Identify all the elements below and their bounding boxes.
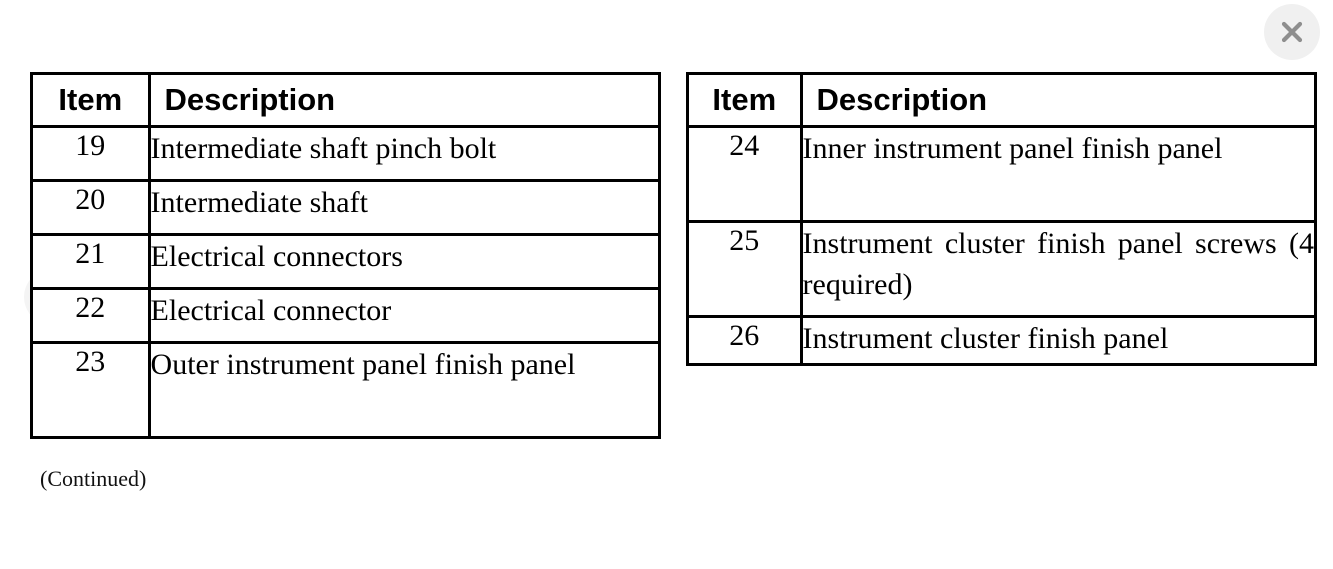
- table-row: 26 Instrument cluster finish panel: [686, 315, 1318, 366]
- cell-item-number: 25: [686, 220, 803, 318]
- cell-item-number: 19: [30, 125, 151, 182]
- column-header-description: Description: [799, 72, 1318, 128]
- column-header-item: Item: [686, 72, 803, 128]
- cell-item-number: 24: [686, 125, 803, 223]
- cell-item-number: 23: [30, 341, 151, 439]
- table-row: 24 Inner instrument panel finish panel: [686, 125, 1318, 223]
- close-button[interactable]: [1264, 4, 1320, 60]
- column-header-item: Item: [30, 72, 151, 128]
- table-row: 25 Instrument cluster finish panel screw…: [686, 220, 1318, 318]
- cell-item-number: 26: [686, 315, 803, 366]
- cell-item-description: Instrument cluster finish panel screws (…: [799, 220, 1318, 318]
- column-header-description: Description: [147, 72, 662, 128]
- cell-item-description: Intermediate shaft pinch bolt: [147, 125, 662, 182]
- cell-item-description: Outer instrument panel finish panel: [147, 341, 662, 439]
- table-row: 20 Intermediate shaft: [30, 179, 662, 236]
- cell-item-number: 20: [30, 179, 151, 236]
- table-row: 19 Intermediate shaft pinch bolt: [30, 125, 662, 182]
- cell-item-description: Intermediate shaft: [147, 179, 662, 236]
- close-icon: [1277, 17, 1307, 47]
- cell-item-description: Electrical connectors: [147, 233, 662, 290]
- table-row: 23 Outer instrument panel finish panel: [30, 341, 662, 439]
- table-row: 22 Electrical connector: [30, 287, 662, 344]
- table-header-row: Item Description: [686, 72, 1318, 128]
- parts-table-right: Item Description 24 Inner instrument pan…: [686, 72, 1318, 366]
- cell-item-number: 21: [30, 233, 151, 290]
- table-header-row: Item Description: [30, 72, 662, 128]
- cell-item-description: Electrical connector: [147, 287, 662, 344]
- cell-item-description: Instrument cluster finish panel: [799, 315, 1318, 366]
- table-row: 21 Electrical connectors: [30, 233, 662, 290]
- parts-table-left: Item Description 19 Intermediate shaft p…: [30, 72, 662, 439]
- cell-item-number: 22: [30, 287, 151, 344]
- continued-note: (Continued): [40, 466, 147, 491]
- cell-item-description: Inner instrument panel finish panel: [799, 125, 1318, 223]
